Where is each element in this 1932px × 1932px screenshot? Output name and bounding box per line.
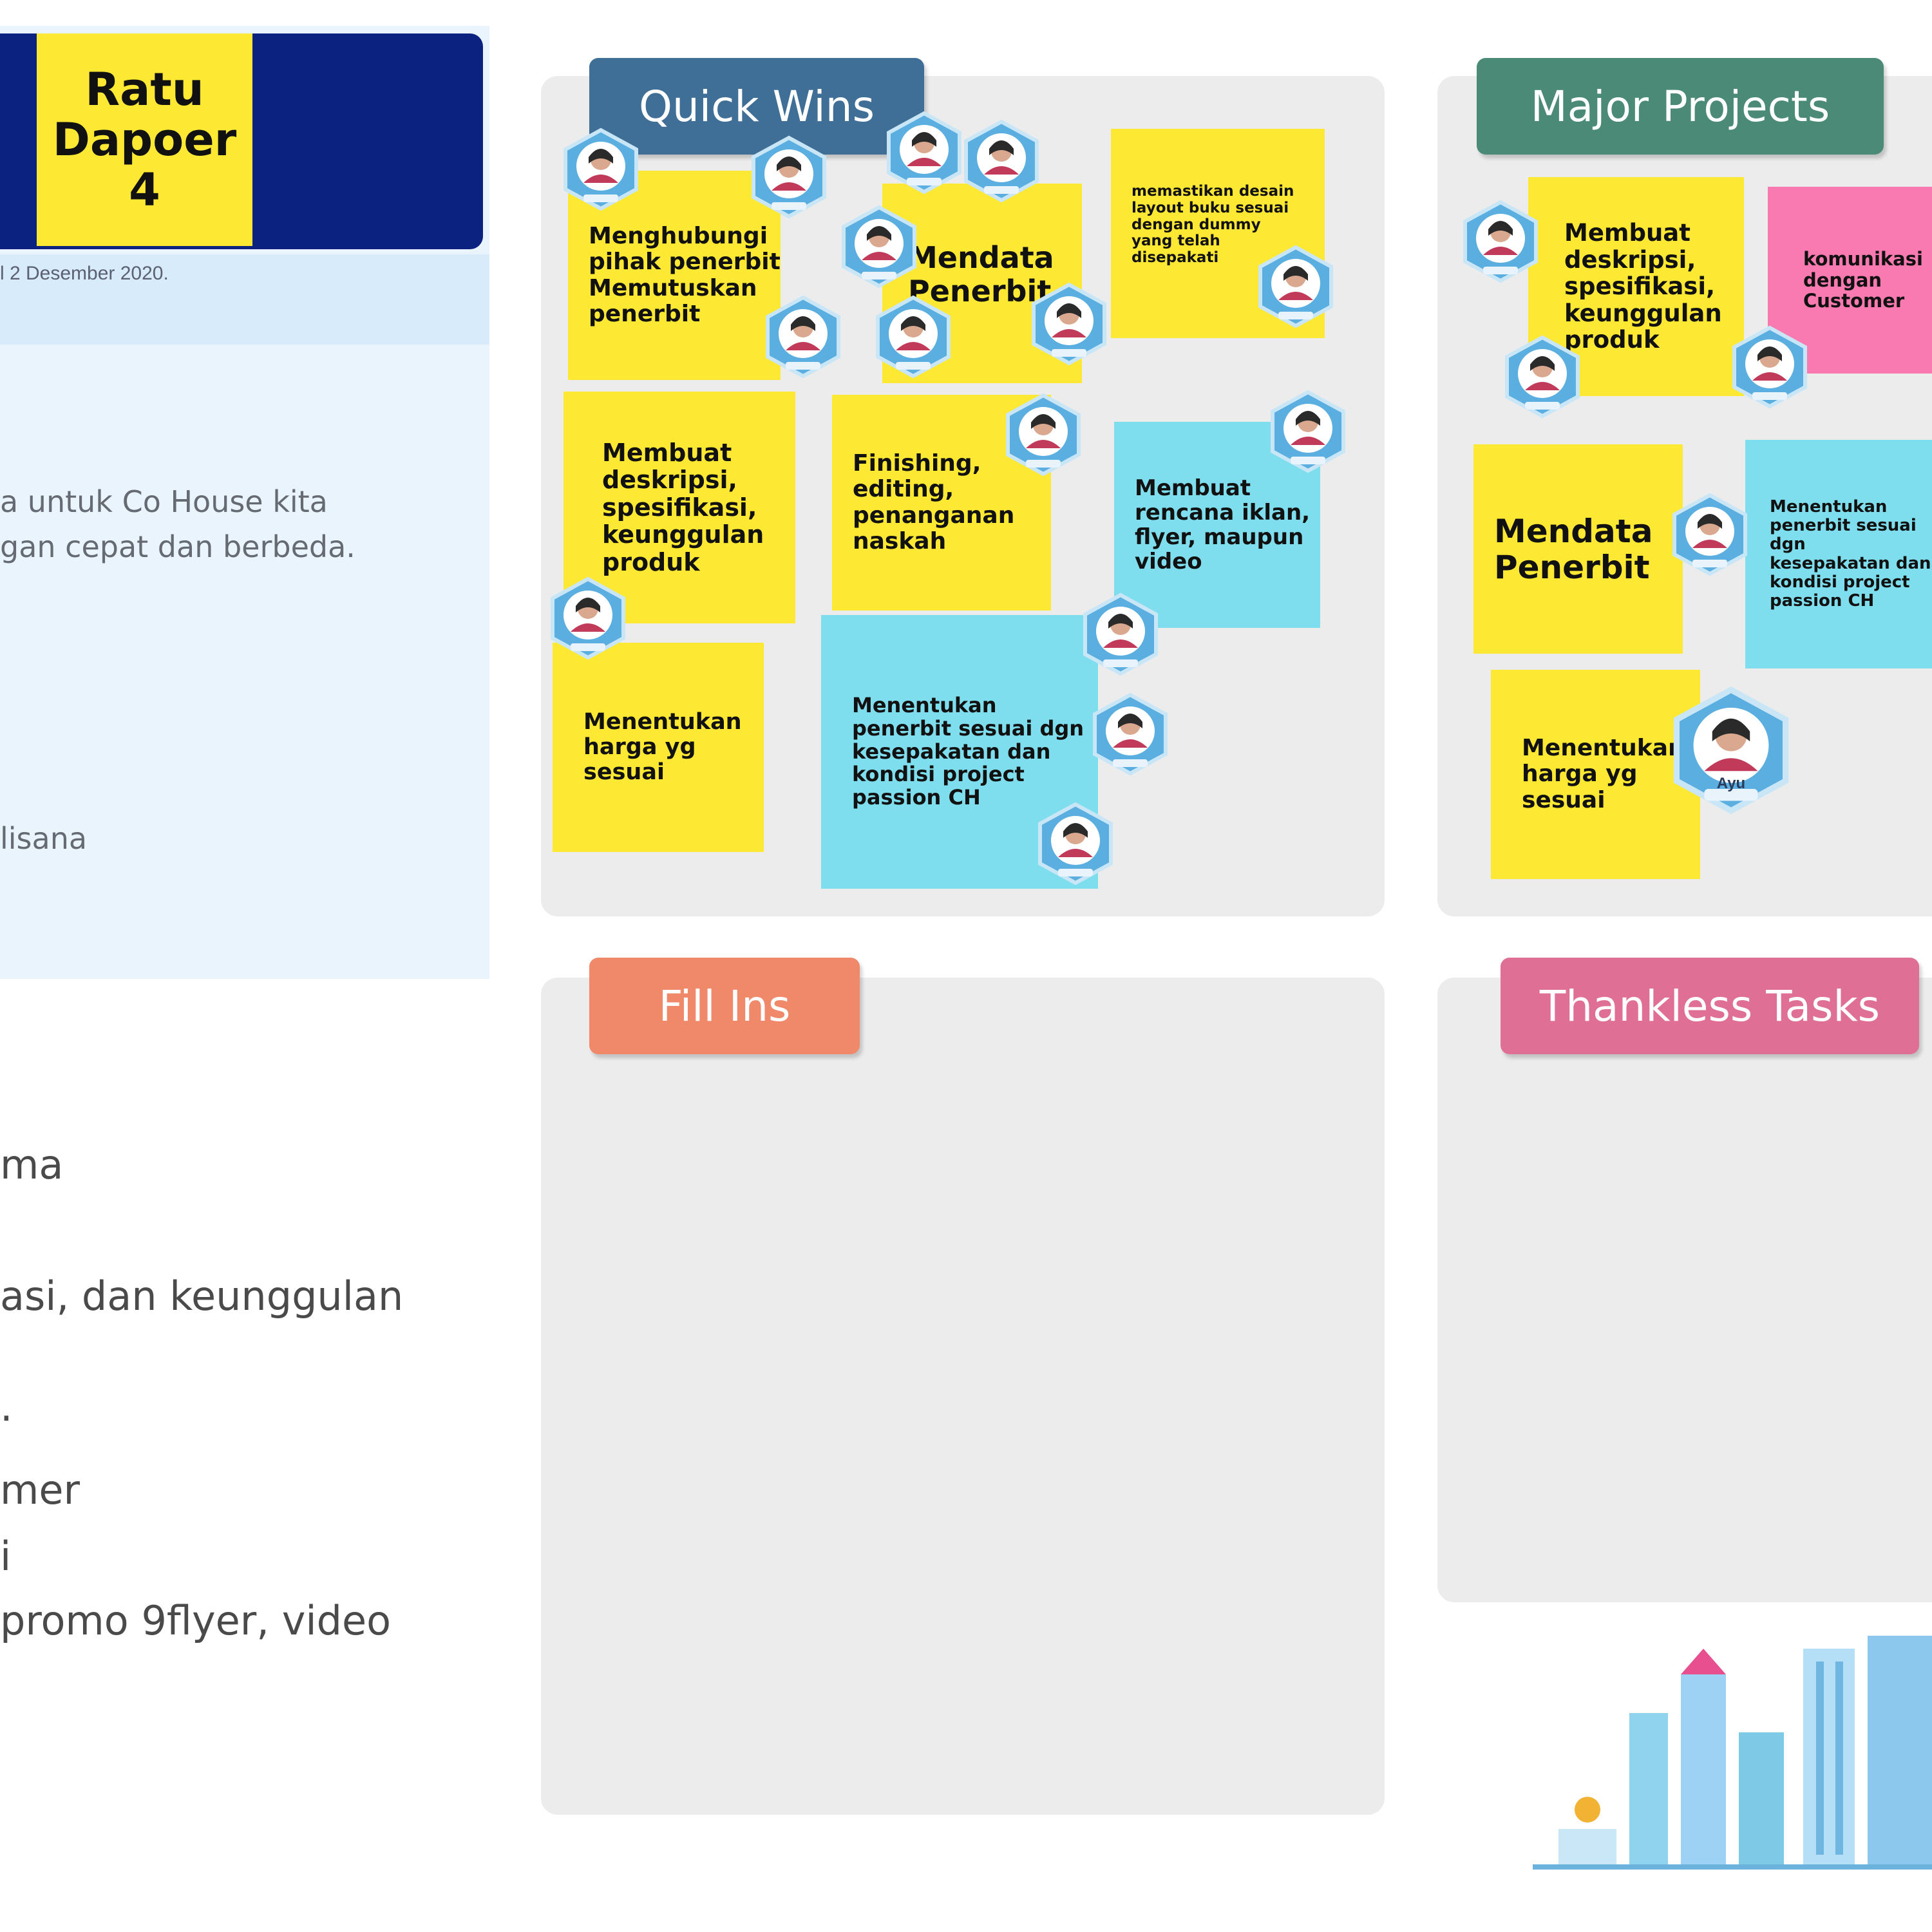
sticky-note-text: Membuat deskripsi, spesifikasi, keunggul… xyxy=(602,438,764,576)
avatar-icon[interactable] xyxy=(960,119,1043,203)
sticky-note-text: Membuat rencana iklan, flyer, maupun vid… xyxy=(1135,475,1311,575)
sticky-note-text: Menentukan penerbit sesuai dgn kesepakat… xyxy=(1770,497,1931,611)
team-name-badge: Ratu Dapoer 4 xyxy=(37,33,252,246)
sticky-note[interactable]: Menentukan harga yg sesuai xyxy=(1491,670,1700,879)
sticky-note-text: Menentukan harga yg sesuai xyxy=(1522,735,1685,813)
avatar-icon[interactable] xyxy=(871,295,955,379)
avatar-icon[interactable] xyxy=(882,111,966,194)
avatar-icon[interactable] xyxy=(747,135,831,219)
avatar-ayu-icon[interactable]: Ayu xyxy=(1667,686,1795,815)
date-strip xyxy=(0,254,489,345)
avatar-icon[interactable] xyxy=(1001,393,1085,477)
avatar-icon[interactable] xyxy=(761,295,845,379)
avatar-icon[interactable] xyxy=(546,576,630,660)
description-line-1: a untuk Co House kita xyxy=(0,484,328,519)
sticky-note[interactable]: Mendata Penerbit xyxy=(1473,444,1683,654)
list-item-4: mer xyxy=(0,1466,80,1513)
avatar-icon[interactable] xyxy=(559,128,643,211)
list-item-1: ma xyxy=(0,1141,64,1188)
description-line-3: lisana xyxy=(0,821,88,856)
avatar-icon[interactable] xyxy=(1027,282,1111,366)
description-line-2: gan cepat dan berbeda. xyxy=(0,529,355,564)
avatar-icon[interactable] xyxy=(1728,325,1812,409)
list-item-5: i xyxy=(0,1533,12,1580)
sticky-note-text: Mendata Penerbit xyxy=(908,240,1054,308)
team-name-line-2: Dapoer xyxy=(52,113,237,166)
avatar-icon[interactable] xyxy=(1034,802,1117,886)
major-projects-label: Major Projects xyxy=(1477,58,1884,155)
fill-ins-quadrant xyxy=(541,978,1385,1815)
thankless-tasks-quadrant xyxy=(1437,978,1932,1602)
team-name-line-3: 4 xyxy=(129,164,160,216)
date-text: l 2 Desember 2020. xyxy=(0,263,169,284)
avatar-icon[interactable] xyxy=(1668,493,1752,576)
avatar-name-label: Ayu xyxy=(1716,775,1746,792)
city-skyline-icon xyxy=(1533,1636,1932,1880)
sticky-note-text: Menentukan harga yg sesuai xyxy=(583,708,742,786)
sticky-note-text: memastikan desain layout buku sesuai den… xyxy=(1132,183,1294,266)
list-item-3: . xyxy=(0,1383,13,1430)
sticky-note[interactable]: Menentukan penerbit sesuai dgn kesepakat… xyxy=(1745,440,1932,668)
avatar-icon[interactable] xyxy=(1079,592,1162,676)
avatar-icon[interactable] xyxy=(1459,200,1542,283)
thankless-tasks-label: Thankless Tasks xyxy=(1501,958,1919,1054)
avatar-icon[interactable] xyxy=(837,205,921,289)
avatar-icon[interactable] xyxy=(1254,245,1338,328)
sticky-note-text: Membuat deskripsi, spesifikasi, keunggul… xyxy=(1564,219,1722,354)
quick-wins-label: Quick Wins xyxy=(589,58,924,155)
sticky-note-text: komunikasi dengan Customer xyxy=(1803,248,1923,312)
sticky-note-text: Finishing, editing, penanganan naskah xyxy=(853,450,1015,554)
list-item-6: promo 9flyer, video xyxy=(0,1597,392,1644)
avatar-icon[interactable] xyxy=(1266,390,1350,473)
sticky-note-text: Menentukan penerbit sesuai dgn kesepakat… xyxy=(852,692,1084,810)
avatar-icon[interactable] xyxy=(1088,692,1172,776)
sticky-note-text: Mendata Penerbit xyxy=(1494,512,1653,586)
sticky-note-text: Menghubungi pihak penerbit Memutuskan pe… xyxy=(589,222,781,327)
sticky-note[interactable]: Menentukan harga yg sesuai xyxy=(553,643,764,852)
fill-ins-label: Fill Ins xyxy=(589,958,860,1054)
list-item-2: asi, dan keunggulan xyxy=(0,1273,404,1320)
team-name-line-1: Ratu xyxy=(85,63,204,116)
avatar-icon[interactable] xyxy=(1501,335,1584,419)
